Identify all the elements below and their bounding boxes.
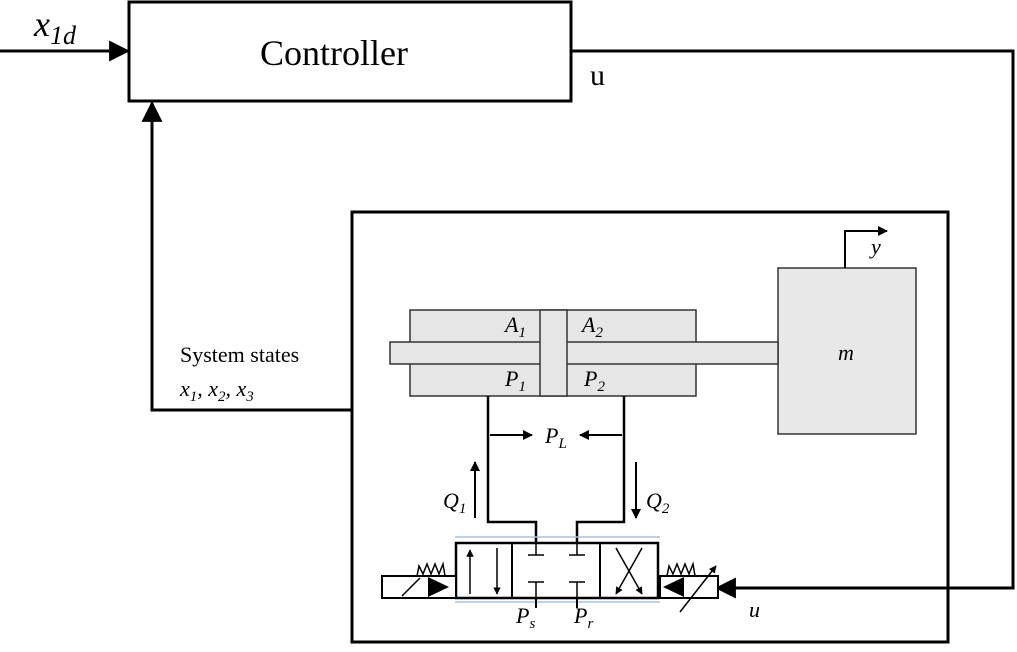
piston-rod — [389, 341, 779, 365]
pressure-1-label: P1 — [504, 366, 526, 395]
load-pressure-label: PL — [544, 423, 567, 452]
piston-head — [539, 309, 568, 397]
pressure-2-label: P2 — [583, 366, 605, 395]
control-signal-label-top: u — [590, 59, 605, 92]
servo-valve — [381, 536, 719, 613]
flow-2-label: Q2 — [646, 488, 670, 517]
feedback-line — [141, 100, 352, 412]
feedback-states: x1, x2, x3 — [179, 376, 254, 405]
area-2-label: A2 — [580, 312, 603, 341]
controller-label: Controller — [260, 33, 408, 73]
hydraulic-line-1 — [486, 396, 538, 550]
control-signal-label-bottom: u — [749, 597, 760, 622]
mass-block — [777, 267, 917, 435]
flow-1-label: Q1 — [443, 488, 466, 517]
control-signal-line — [571, 49, 1015, 599]
mass-label: m — [838, 340, 854, 365]
plant-block — [350, 210, 950, 644]
hydraulic-line-2 — [575, 396, 626, 550]
output-arrow — [844, 226, 888, 268]
supply-pressure-label: Ps — [515, 603, 535, 632]
area-1-label: A1 — [503, 312, 526, 341]
feedback-title: System states — [180, 342, 299, 367]
return-pressure-label: Pr — [573, 603, 593, 632]
reference-label: x1d — [33, 4, 77, 50]
output-label: y — [869, 234, 881, 259]
